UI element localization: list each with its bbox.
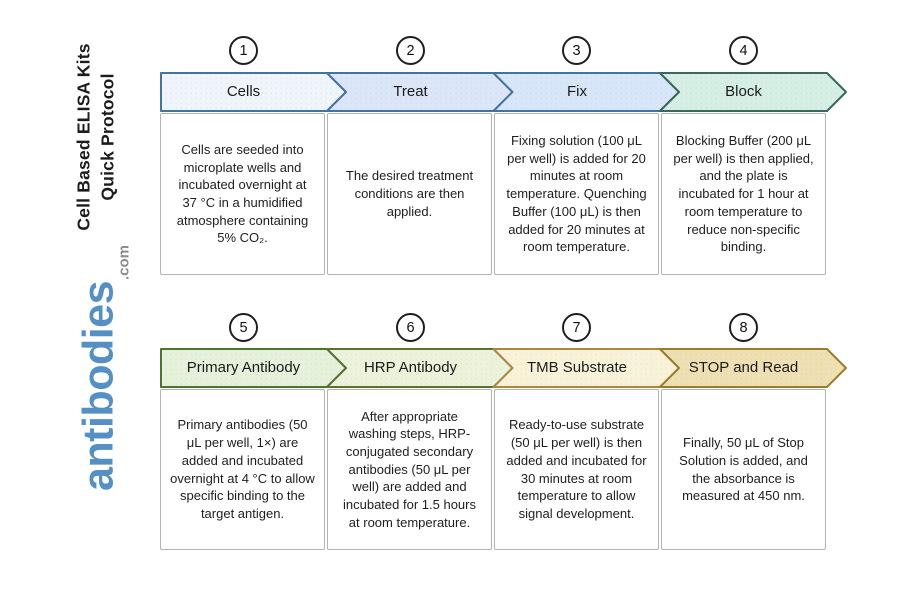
step-7-description: Ready-to-use substrate (50 μL per well) … xyxy=(506,417,647,521)
step-7-number-text: 7 xyxy=(572,319,581,336)
step-6-description-box: After appropriate washing steps, HRP-con… xyxy=(327,389,492,550)
step-2-description-box: The desired treatment conditions are the… xyxy=(327,113,492,275)
step-1-label: Cells xyxy=(226,83,261,100)
step-5-description-box: Primary antibodies (50 μL per well, 1×) … xyxy=(160,389,325,550)
step-5-label: Primary Antibody xyxy=(186,359,301,376)
process-arrows-1 xyxy=(160,72,847,112)
step-8-label: STOP and Read xyxy=(688,359,799,376)
brand-logo: antibodies .com xyxy=(74,245,133,492)
process-arrow-row-2: Primary Antibody HRP Antibody TMB Substr… xyxy=(160,348,850,388)
step-8-arrow-texture xyxy=(660,349,846,387)
step-6-arrow-texture xyxy=(327,349,513,387)
step-5-arrow-texture xyxy=(161,349,346,387)
step-4-label: Block xyxy=(725,83,762,100)
step-6-label: HRP Antibody xyxy=(363,359,458,376)
step-2-number: 2 xyxy=(396,36,425,65)
page-title-line1: Cell Based ELISA Kits xyxy=(73,43,94,231)
step-4-arrow-texture xyxy=(660,73,846,111)
step-3-label: Fix xyxy=(567,83,587,100)
step-4-description-box: Blocking Buffer (200 μL per well) is the… xyxy=(661,113,826,275)
page-title: Cell Based ELISA Kits Quick Protocol xyxy=(72,43,119,230)
step-1-number: 1 xyxy=(229,36,258,65)
step-7-arrow-texture xyxy=(493,349,679,387)
step-8-number-text: 8 xyxy=(739,319,748,336)
step-1-description-box: Cells are seeded into microplate wells a… xyxy=(160,113,325,275)
step-4-description: Blocking Buffer (200 μL per well) is the… xyxy=(673,133,814,255)
step-6-description: After appropriate washing steps, HRP-con… xyxy=(343,408,476,530)
step-2-label: Treat xyxy=(393,83,428,100)
step-4-number-text: 4 xyxy=(739,42,748,59)
step-3-description-box: Fixing solution (100 μL per well) is add… xyxy=(494,113,659,275)
step-7-number: 7 xyxy=(562,313,591,342)
step-3-number-text: 3 xyxy=(572,42,581,59)
step-4-number: 4 xyxy=(729,36,758,65)
step-3-description: Fixing solution (100 μL per well) is add… xyxy=(506,133,647,255)
step-2-description: The desired treatment conditions are the… xyxy=(345,168,474,219)
process-arrows-2 xyxy=(160,348,847,388)
step-7-label: TMB Substrate xyxy=(526,359,628,376)
step-6-number-text: 6 xyxy=(406,319,415,336)
step-3-arrow-texture xyxy=(493,73,679,111)
step-5-description: Primary antibodies (50 μL per well, 1×) … xyxy=(170,417,315,521)
step-7-description-box: Ready-to-use substrate (50 μL per well) … xyxy=(494,389,659,550)
step-2-number-text: 2 xyxy=(406,42,415,59)
step-8-description: Finally, 50 μL of Stop Solution is added… xyxy=(679,435,808,504)
step-6-number: 6 xyxy=(396,313,425,342)
process-arrow-row-1: Cells Treat Fix Block xyxy=(160,72,850,112)
step-8-description-box: Finally, 50 μL of Stop Solution is added… xyxy=(661,389,826,550)
step-8-number: 8 xyxy=(729,313,758,342)
brand-logo-text: antibodies xyxy=(74,280,123,492)
step-1-description: Cells are seeded into microplate wells a… xyxy=(176,141,309,246)
step-3-number: 3 xyxy=(562,36,591,65)
step-1-arrow-texture xyxy=(161,73,346,111)
step-5-number: 5 xyxy=(229,313,258,342)
step-2-arrow-texture xyxy=(327,73,513,111)
step-1-number-text: 1 xyxy=(239,42,248,59)
page-title-line2: Quick Protocol xyxy=(97,73,117,201)
step-5-number-text: 5 xyxy=(239,319,248,336)
brand-logo-suffix: .com xyxy=(115,244,133,280)
